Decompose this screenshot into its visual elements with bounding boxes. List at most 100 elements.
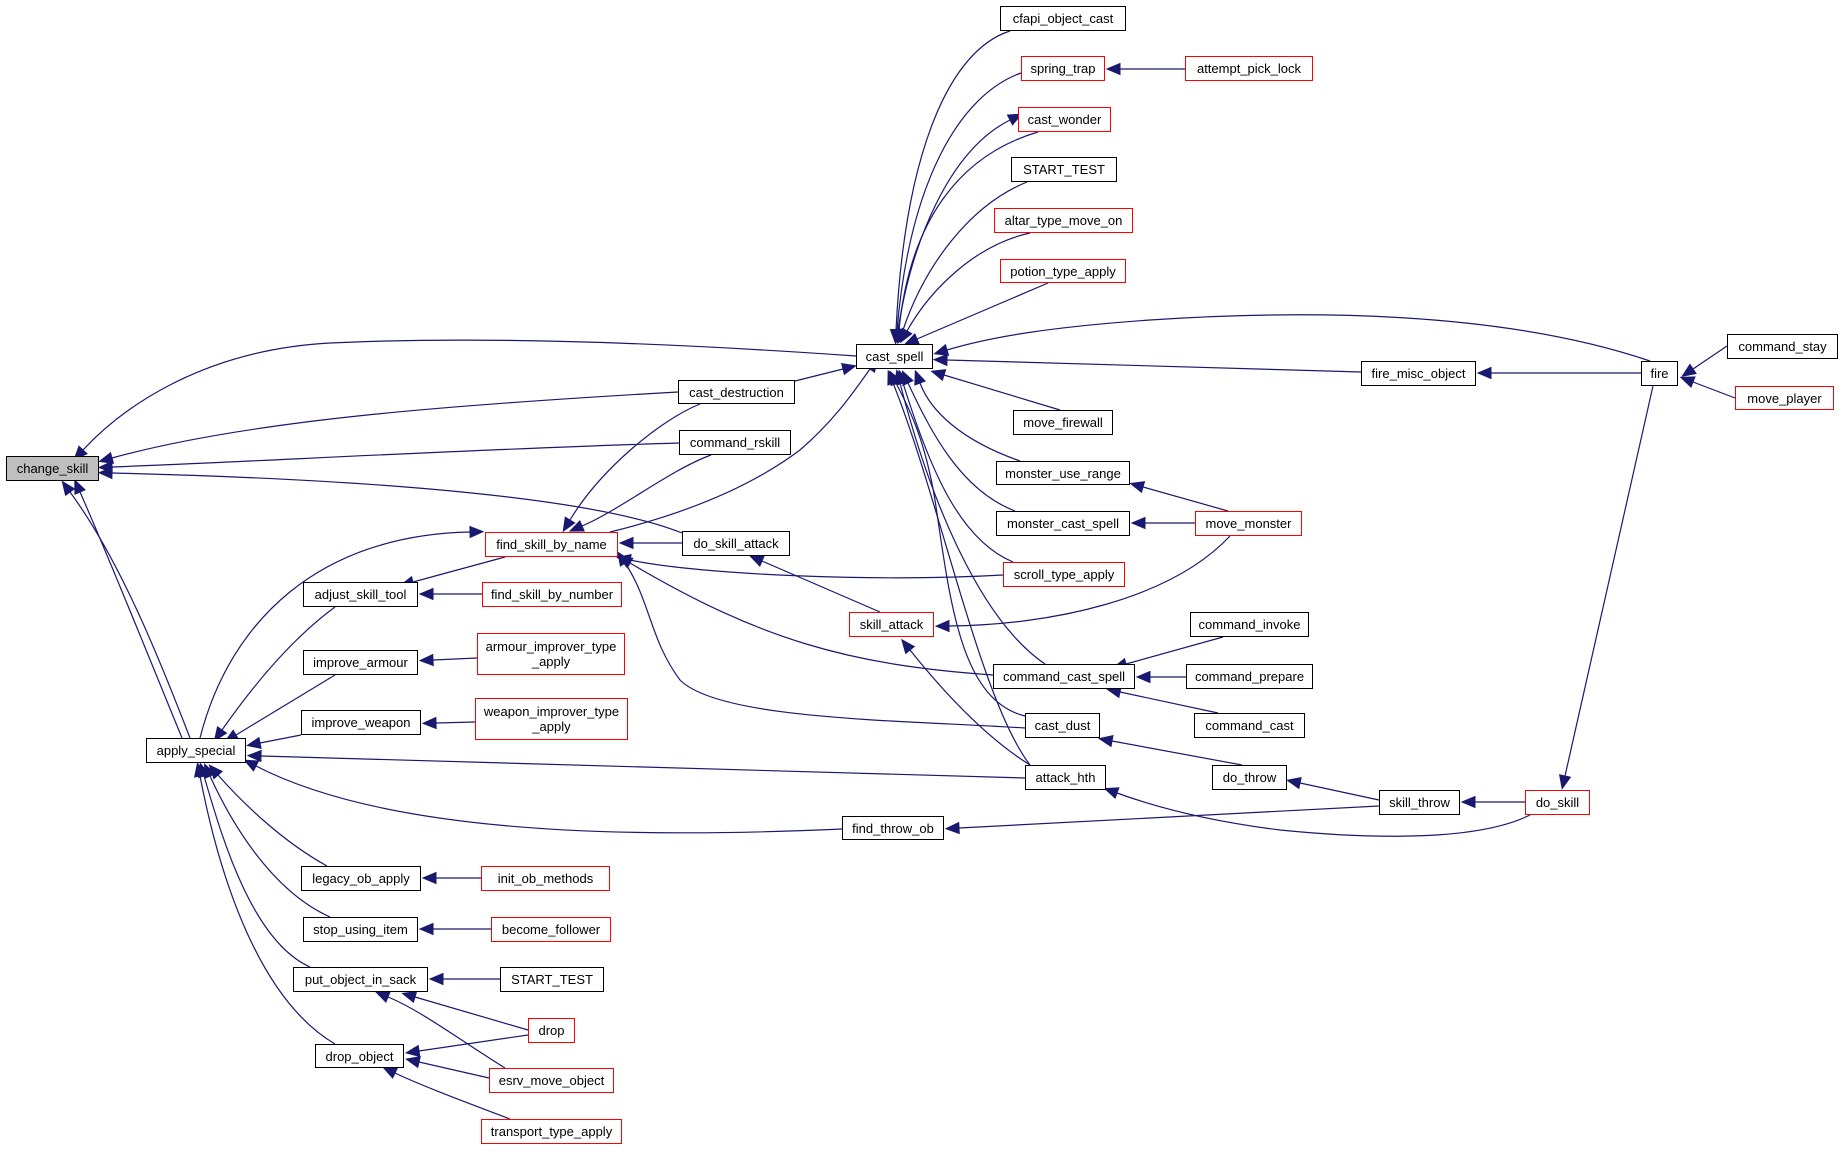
arrowhead-icon <box>246 749 262 763</box>
edge-move_monster-to-skill_attack <box>934 535 1231 633</box>
edge-move_monster-to-monster_cast_spell <box>1130 516 1195 530</box>
arrowhead-icon <box>934 619 950 633</box>
node-cast-destruction[interactable]: cast_destruction <box>678 380 795 404</box>
node-apply-special[interactable]: apply_special <box>146 738 246 763</box>
edge-apply_special-to-change_skill <box>74 478 183 739</box>
node-adjust-skill-tool[interactable]: adjust_skill_tool <box>303 582 418 607</box>
node-command-stay[interactable]: command_stay <box>1727 334 1838 359</box>
arrowhead-icon <box>930 369 947 382</box>
edge-cfapi_object_cast-to-cast_spell <box>889 30 1011 345</box>
node-drop[interactable]: drop <box>528 1018 575 1043</box>
edge-become_follower-to-stop_using_item <box>418 922 491 936</box>
edge-cast_dust-to-find_skill_by_name <box>617 551 1026 729</box>
node-command-invoke[interactable]: command_invoke <box>1190 612 1309 637</box>
node-potion-type-apply[interactable]: potion_type_apply <box>1000 259 1126 283</box>
edge-legacy_ob_apply-to-apply_special <box>208 764 328 867</box>
node-scroll-type-apply[interactable]: scroll_type_apply <box>1003 562 1125 587</box>
edge-fire-to-cast_spell <box>933 314 1651 362</box>
node-start-test-1[interactable]: START_TEST <box>1011 157 1117 182</box>
arrowhead-icon <box>404 1044 421 1058</box>
node-command-prepare[interactable]: command_prepare <box>1186 664 1313 689</box>
node-cast-dust[interactable]: cast_dust <box>1025 713 1100 738</box>
node-fire-misc-object[interactable]: fire_misc_object <box>1361 361 1476 386</box>
node-improve-weapon[interactable]: improve_weapon <box>301 710 421 735</box>
node-spring-trap[interactable]: spring_trap <box>1021 56 1105 81</box>
edge-move_firewall-to-cast_spell <box>930 369 1061 411</box>
node-start-test-2[interactable]: START_TEST <box>500 967 604 992</box>
node-armour-improver-type-apply[interactable]: armour_improver_type _apply <box>477 633 625 675</box>
arrowhead-icon <box>1679 376 1696 389</box>
edge-attack_hth-to-cast_spell <box>887 369 1031 766</box>
node-become-follower[interactable]: become_follower <box>491 917 611 942</box>
arrowhead-icon <box>418 922 434 936</box>
node-move-player[interactable]: move_player <box>1735 386 1834 410</box>
node-weapon-improver-type-apply[interactable]: weapon_improver_type _apply <box>475 698 628 740</box>
edge-command_rskill-to-change_skill <box>97 442 680 474</box>
edge-attack_hth-to-skill_attack <box>901 638 1031 766</box>
edge-apply_special-to-change_skill <box>61 480 191 739</box>
node-do-skill[interactable]: do_skill <box>1525 790 1590 815</box>
arrowhead-icon <box>887 369 899 386</box>
arrowhead-icon <box>617 551 631 567</box>
edge-skill_throw-to-do_throw <box>1286 776 1380 801</box>
node-stop-using-item[interactable]: stop_using_item <box>303 917 418 942</box>
node-command-cast-spell[interactable]: command_cast_spell <box>993 664 1135 689</box>
node-move-firewall[interactable]: move_firewall <box>1013 410 1113 435</box>
node-attack-hth[interactable]: attack_hth <box>1025 765 1106 790</box>
node-cast-spell[interactable]: cast_spell <box>856 344 933 369</box>
node-init-ob-methods[interactable]: init_ob_methods <box>481 866 610 891</box>
node-move-monster[interactable]: move_monster <box>1195 511 1302 536</box>
arrowhead-icon <box>1105 62 1121 76</box>
node-do-skill-attack[interactable]: do_skill_attack <box>682 531 790 556</box>
arrowhead-icon <box>1286 776 1302 790</box>
edge-drop-to-drop_object <box>404 1034 529 1058</box>
arrowhead-icon <box>405 1056 421 1069</box>
node-find-skill-by-name[interactable]: find_skill_by_name <box>485 532 618 557</box>
arrowhead-icon <box>748 555 765 567</box>
arrowhead-icon <box>421 716 437 730</box>
node-monster-use-range[interactable]: monster_use_range <box>996 461 1130 485</box>
node-command-cast[interactable]: command_cast <box>1194 713 1305 738</box>
node-legacy-ob-apply[interactable]: legacy_ob_apply <box>301 866 421 891</box>
arrowhead-icon <box>899 327 913 344</box>
edge-START_TEST_2-to-put_object_in_sack <box>428 972 500 986</box>
edge-command_prepare-to-command_cast_spell <box>1135 670 1186 684</box>
edge-do_skill_attack-to-find_skill_by_name <box>618 536 682 550</box>
arrowhead-icon <box>1130 516 1146 530</box>
arrowhead-icon <box>243 759 260 772</box>
node-cast-wonder[interactable]: cast_wonder <box>1018 107 1111 132</box>
node-monster-cast-spell[interactable]: monster_cast_spell <box>996 511 1130 536</box>
node-find-skill-by-number[interactable]: find_skill_by_number <box>482 582 622 607</box>
node-altar-type-move-on[interactable]: altar_type_move_on <box>994 208 1133 233</box>
node-esrv-move-object[interactable]: esrv_move_object <box>489 1068 614 1093</box>
node-find-throw-ob[interactable]: find_throw_ob <box>842 816 944 840</box>
edge-do_skill-to-skill_throw <box>1460 795 1525 809</box>
node-fire[interactable]: fire <box>1641 361 1678 386</box>
arrowhead-icon <box>562 516 576 533</box>
edge-skill_throw-to-find_throw_ob <box>944 805 1380 835</box>
arrowhead-icon <box>901 638 916 655</box>
node-change-skill[interactable]: change_skill <box>6 456 99 481</box>
arrowhead-icon <box>1135 670 1151 684</box>
edge-drop_object-to-apply_special <box>193 761 336 1045</box>
edge-attempt_pick_lock-to-spring_trap <box>1105 62 1185 76</box>
edge-cast_destruction-to-cast_spell <box>794 363 857 382</box>
node-attempt-pick-lock[interactable]: attempt_pick_lock <box>1185 56 1313 81</box>
node-skill-throw[interactable]: skill_throw <box>1379 790 1460 815</box>
node-transport-type-apply[interactable]: transport_type_apply <box>481 1119 622 1144</box>
node-improve-armour[interactable]: improve_armour <box>303 650 418 675</box>
node-do-throw[interactable]: do_throw <box>1212 765 1287 790</box>
arrowhead-icon <box>382 1066 399 1079</box>
node-put-object-in-sack[interactable]: put_object_in_sack <box>293 967 428 992</box>
node-cfapi-object-cast[interactable]: cfapi_object_cast <box>1000 6 1126 31</box>
arrowhead-icon <box>1129 481 1146 494</box>
node-skill-attack[interactable]: skill_attack <box>849 612 934 637</box>
node-drop-object[interactable]: drop_object <box>315 1044 404 1068</box>
edge-apply_special-to-find_skill_by_name <box>199 525 485 739</box>
edge-armour_improver_type_apply-to-improve_armour <box>418 653 478 667</box>
edge-monster_cast_spell-to-cast_spell <box>901 370 1016 512</box>
node-command-rskill[interactable]: command_rskill <box>679 430 791 455</box>
edge-init_ob_methods-to-legacy_ob_apply <box>421 871 481 885</box>
edge-stop_using_item-to-apply_special <box>204 763 331 918</box>
arrowhead-icon <box>61 480 76 497</box>
